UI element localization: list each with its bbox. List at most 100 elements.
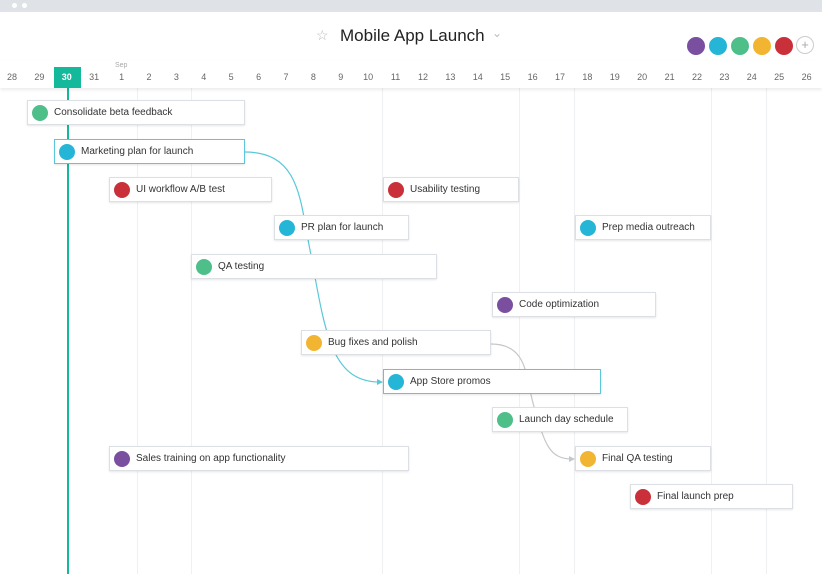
date-label: 9 <box>338 72 344 82</box>
date-label: 23 <box>719 72 730 82</box>
assignee-avatar <box>580 450 596 467</box>
chevron-down-icon[interactable]: ⌄ <box>492 26 503 40</box>
grid-line <box>574 88 575 574</box>
date-label: 28 <box>6 72 17 82</box>
date-label: 10 <box>363 72 374 82</box>
date-label: 26 <box>801 72 812 82</box>
task-label: Final launch prep <box>657 491 734 502</box>
task-label: Prep media outreach <box>602 222 695 233</box>
date-label: 16 <box>527 72 538 82</box>
task-bar[interactable]: Prep media outreach <box>575 215 711 240</box>
window-dot <box>12 3 17 8</box>
date-label: 22 <box>691 72 702 82</box>
task-label: Bug fixes and polish <box>328 337 418 348</box>
avatar[interactable] <box>774 36 794 56</box>
task-bar[interactable]: Final QA testing <box>575 446 711 471</box>
date-label: 2 <box>146 72 152 82</box>
grid-line <box>191 88 192 574</box>
grid-line <box>137 88 138 574</box>
task-bar[interactable]: Code optimization <box>492 292 656 317</box>
task-label: Final QA testing <box>602 453 673 464</box>
date-label: 6 <box>256 72 262 82</box>
date-label: 4 <box>201 72 207 82</box>
assignee-avatar <box>388 373 404 390</box>
date-label: 24 <box>746 72 757 82</box>
grid-line <box>711 88 712 574</box>
date-label: 5 <box>228 72 234 82</box>
assignee-avatar <box>497 296 513 313</box>
assignee-avatar <box>196 258 212 275</box>
assignee-avatar <box>306 334 322 351</box>
date-label: 7 <box>283 72 289 82</box>
window-dot <box>22 3 27 8</box>
task-bar[interactable]: Final launch prep <box>630 484 793 509</box>
task-bar[interactable]: Bug fixes and polish <box>301 330 491 355</box>
arrow-icon <box>569 456 575 462</box>
avatar[interactable] <box>730 36 750 56</box>
arrow-icon <box>377 379 383 385</box>
task-label: App Store promos <box>410 376 491 387</box>
task-label: Sales training on app functionality <box>136 453 286 464</box>
dependency-connector <box>244 151 381 383</box>
date-label: 13 <box>445 72 456 82</box>
task-bar[interactable]: PR plan for launch <box>274 215 409 240</box>
assignee-avatar <box>59 143 75 160</box>
date-label: 15 <box>500 72 511 82</box>
assignee-avatar <box>32 104 48 121</box>
task-bar[interactable]: Sales training on app functionality <box>109 446 409 471</box>
assignee-avatar <box>580 219 596 236</box>
grid-line <box>519 88 520 574</box>
date-label: 30 <box>61 72 72 82</box>
month-label: Sep <box>115 62 128 69</box>
date-label: 29 <box>34 72 45 82</box>
task-label: Code optimization <box>519 299 600 310</box>
task-bar[interactable]: Marketing plan for launch <box>54 139 245 164</box>
date-label: 31 <box>89 72 100 82</box>
task-label: Consolidate beta feedback <box>54 107 173 118</box>
task-bar[interactable]: Launch day schedule <box>492 407 628 432</box>
today-marker <box>54 67 81 88</box>
date-label: 17 <box>554 72 565 82</box>
task-bar[interactable]: App Store promos <box>383 369 601 394</box>
window-chrome <box>0 0 822 12</box>
task-label: QA testing <box>218 261 265 272</box>
date-label: 21 <box>664 72 675 82</box>
date-label: 3 <box>173 72 179 82</box>
task-label: UI workflow A/B test <box>136 184 225 195</box>
star-icon[interactable]: ☆ <box>316 27 329 43</box>
assignee-avatar <box>279 219 295 236</box>
header: ☆ Mobile App Launch ⌄ + <box>0 12 822 58</box>
date-label: 11 <box>390 72 401 82</box>
task-bar[interactable]: UI workflow A/B test <box>109 177 272 202</box>
task-label: Usability testing <box>410 184 481 195</box>
page-title: Mobile App Launch <box>340 26 485 45</box>
task-bar[interactable]: Usability testing <box>383 177 519 202</box>
date-label: 19 <box>609 72 620 82</box>
task-label: PR plan for launch <box>301 222 384 233</box>
task-label: Launch day schedule <box>519 414 614 425</box>
assignee-avatar <box>114 450 130 467</box>
grid-line <box>766 88 767 574</box>
assignee-avatar <box>497 411 513 428</box>
avatar[interactable] <box>752 36 772 56</box>
assignee-avatar <box>635 488 651 505</box>
task-bar[interactable]: QA testing <box>191 254 437 279</box>
date-label: 14 <box>472 72 483 82</box>
date-label: 20 <box>637 72 648 82</box>
date-label: 18 <box>582 72 593 82</box>
task-bar[interactable]: Consolidate beta feedback <box>27 100 245 125</box>
avatar[interactable] <box>686 36 706 56</box>
date-label: 1 <box>119 72 125 82</box>
avatar[interactable] <box>708 36 728 56</box>
today-line <box>67 86 69 574</box>
assignee-avatar <box>388 181 404 198</box>
add-member-button[interactable]: + <box>796 36 814 54</box>
dependency-connector <box>490 343 573 460</box>
date-label: 12 <box>417 72 428 82</box>
task-label: Marketing plan for launch <box>81 146 194 157</box>
assignee-avatar <box>114 181 130 198</box>
date-label: 25 <box>774 72 785 82</box>
date-label: 8 <box>310 72 316 82</box>
member-avatars: + <box>686 36 814 56</box>
